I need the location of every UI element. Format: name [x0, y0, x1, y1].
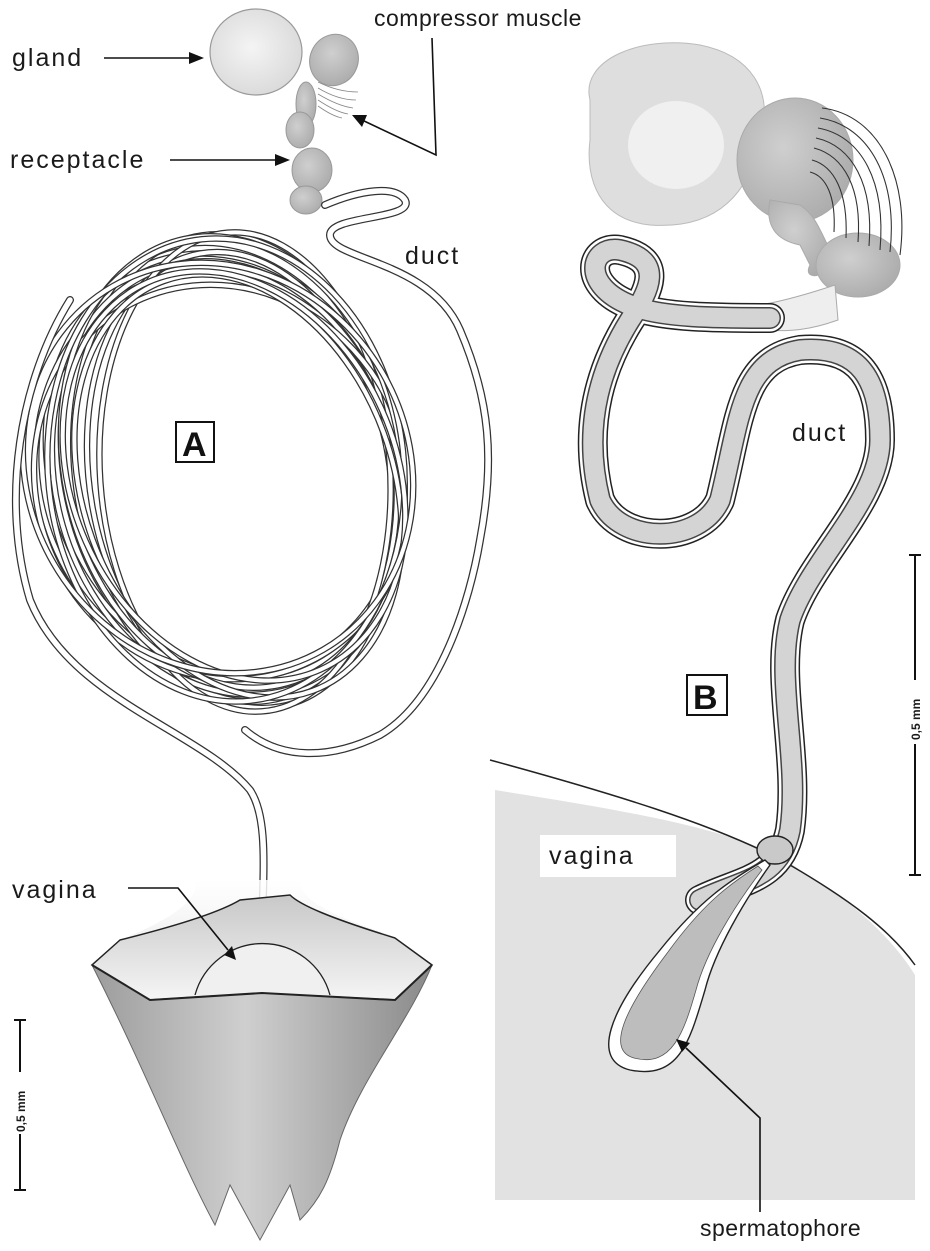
compressor-muscle-a: [318, 82, 358, 118]
panel-a-label: A: [182, 426, 207, 464]
gland-a: [210, 9, 302, 95]
gland-label-a: gland: [12, 44, 83, 72]
compressor-muscle-arrow-a: [362, 38, 436, 155]
spermatophore-label-b: spermatophore: [700, 1215, 861, 1241]
scale-bar-b: 0,5 mm: [902, 555, 928, 875]
vagina-a: [90, 880, 432, 1240]
receptacle-arrowhead-a: [275, 154, 290, 166]
gland-arrowhead-a: [189, 52, 204, 64]
panel-b: duct B vagina spermatophore 0,5 mm: [490, 43, 928, 1241]
panel-b-label: B: [693, 679, 718, 717]
coil-loop-inner: [15, 212, 444, 728]
scale-label-b: 0,5 mm: [909, 699, 923, 740]
coil-loop-outline: [20, 204, 443, 720]
coil-loop-inner: [20, 204, 443, 720]
duct-label-b: duct: [792, 419, 847, 447]
scale-bar-a: 0,5 mm: [8, 1020, 32, 1190]
scale-label-a: 0,5 mm: [14, 1091, 28, 1132]
panel-a: gland compressor muscle receptacle duct …: [0, 5, 582, 1240]
receptacle-label-a: receptacle: [10, 146, 145, 174]
vagina-label-a: vagina: [12, 876, 98, 904]
receptacle-b: [737, 98, 900, 331]
duct-label-a: duct: [405, 242, 460, 270]
compressor-muscle-label-a: compressor muscle: [374, 5, 582, 31]
vagina-label-b: vagina: [549, 842, 635, 870]
coil-loop-outline: [15, 212, 444, 728]
